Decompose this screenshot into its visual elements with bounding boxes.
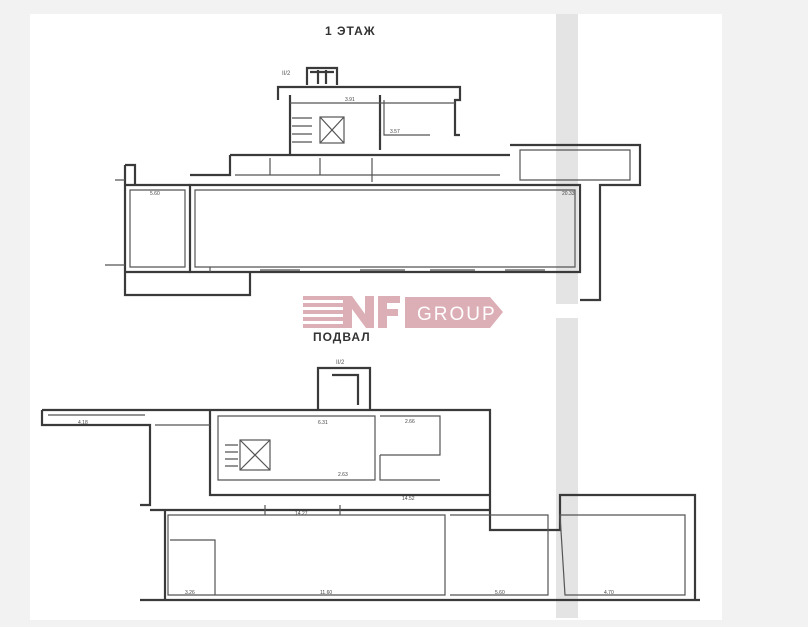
dimension-label: 14.52 bbox=[402, 496, 415, 502]
scan-seam bbox=[556, 14, 578, 304]
floor-plan-drawing: 1 ЭТАЖ II/2 5.60 20.33 3.91 3.57 ПОДВАЛ … bbox=[40, 14, 700, 618]
group-badge bbox=[405, 297, 503, 328]
dimension-label: 11.60 bbox=[320, 590, 332, 596]
dimension-label: 3.57 bbox=[390, 129, 400, 135]
dimension-label: 5.60 bbox=[150, 191, 160, 197]
basement-title: ПОДВАЛ bbox=[313, 330, 371, 344]
floor1-axis-label: II/2 bbox=[282, 71, 291, 77]
dimension-label: 4.18 bbox=[78, 420, 88, 426]
dimension-label: 6.31 bbox=[318, 420, 328, 426]
basement-axis-label: II/2 bbox=[336, 360, 345, 366]
dimension-label: 2.63 bbox=[338, 472, 348, 478]
basement-plan: ПОДВАЛ II/2 4.18 6.31 2.66 2.63 14.52 14… bbox=[40, 330, 700, 602]
floor-plan-sheet: 1 ЭТАЖ II/2 5.60 20.33 3.91 3.57 ПОДВАЛ … bbox=[30, 14, 722, 620]
mnf-logo bbox=[303, 296, 400, 328]
dimension-label: 5.60 bbox=[495, 590, 505, 596]
dimension-label: 4.70 bbox=[604, 590, 614, 596]
dimension-label: 3.91 bbox=[345, 97, 355, 103]
floor1-plan: 1 ЭТАЖ II/2 5.60 20.33 3.91 3.57 bbox=[105, 24, 642, 302]
dimension-label: 20.33 bbox=[562, 191, 575, 197]
dimension-label: 2.66 bbox=[405, 419, 415, 425]
watermark-group-text: GROUP bbox=[417, 304, 497, 325]
dimension-label: 3.26 bbox=[185, 590, 195, 596]
floor1-title: 1 ЭТАЖ bbox=[325, 24, 376, 38]
scan-seam bbox=[556, 318, 578, 618]
mnf-group-watermark: GROUP bbox=[303, 296, 503, 328]
dimension-label: 14.27 bbox=[295, 511, 308, 517]
